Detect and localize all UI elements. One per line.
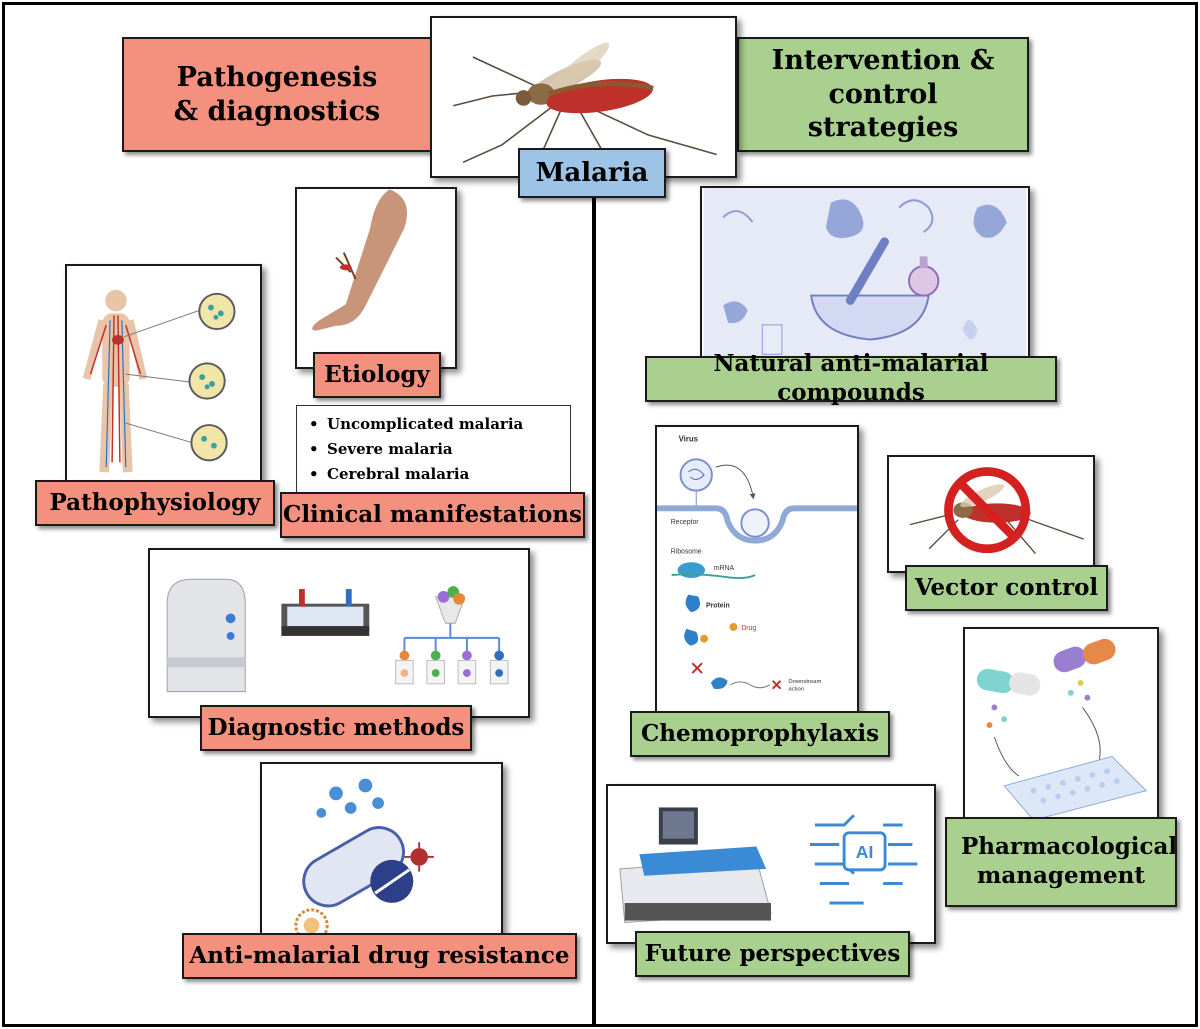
pathophysiology-label-text: Pathophysiology	[49, 488, 261, 516]
clinical-manifestations-label: Clinical manifestations	[280, 492, 585, 538]
list-item: Cerebral malaria	[307, 462, 560, 487]
clinical-manifestations-label-text: Clinical manifestations	[283, 500, 582, 528]
etiology-panel	[295, 187, 457, 369]
pathogenesis-title: Pathogenesis & diagnostics	[122, 37, 432, 152]
malaria-title-text: Malaria	[535, 157, 649, 188]
arm-image	[312, 189, 408, 331]
list-item: Uncomplicated malaria	[307, 412, 560, 437]
center-divider	[592, 192, 596, 1027]
etiology-label: Etiology	[313, 352, 441, 398]
drug-text: Drug	[741, 625, 756, 632]
vector-control-panel	[887, 455, 1095, 573]
ribosome-text: Ribosome	[671, 548, 702, 555]
future-perspectives-label: Future perspectives	[635, 931, 910, 977]
diagnostic-equipment-image	[166, 578, 509, 693]
pharmacological-panel	[963, 627, 1159, 832]
diagnostic-methods-label: Diagnostic methods	[200, 705, 472, 751]
protein-text: Protein	[706, 602, 730, 609]
etiology-label-text: Etiology	[324, 360, 430, 388]
drug-resistance-image	[294, 778, 434, 943]
natural-compounds-label-text: Natural anti-malarial compounds	[713, 350, 989, 406]
future-tech-image: AI	[619, 807, 918, 924]
pharmacological-label-text: Pharmacological management	[961, 833, 1178, 889]
diagnostic-panel	[148, 548, 530, 718]
chemoprophylaxis-label-text: Chemoprophylaxis	[640, 719, 880, 747]
mrna-text: mRNA	[714, 565, 735, 572]
list-item: Severe malaria	[307, 437, 560, 462]
virus-text: Virus	[679, 435, 699, 444]
pharmacological-label: Pharmacological management	[945, 817, 1177, 907]
mosquito-image	[453, 42, 717, 173]
mortar-herbs-image	[703, 188, 1027, 364]
pathophysiology-label: Pathophysiology	[35, 480, 275, 526]
future-perspectives-label-text: Future perspectives	[644, 939, 901, 967]
clinical-manifestations-list: Uncomplicated malaria Severe malaria Cer…	[296, 405, 571, 498]
drug-resistance-label: Anti-malarial drug resistance	[182, 933, 577, 979]
downstream-text: Downstream	[788, 679, 821, 685]
receptor-text: Receptor	[671, 519, 700, 526]
diagnostic-methods-label-text: Diagnostic methods	[207, 713, 465, 741]
vector-control-label: Vector control	[905, 565, 1108, 611]
drug-resistance-panel	[260, 762, 503, 947]
natural-compounds-label: Natural anti-malarial compounds	[645, 350, 1057, 406]
pathophysiology-panel	[65, 264, 262, 497]
drug-mechanism-diagram: Virus Receptor Ribosome mRNA Protein Dru…	[657, 435, 857, 693]
no-mosquito-image	[909, 467, 1084, 555]
future-perspectives-panel: AI	[606, 784, 936, 944]
drug-resistance-label-text: Anti-malarial drug resistance	[189, 941, 570, 969]
intervention-title: Intervention & control strategies	[737, 37, 1029, 152]
pathogenesis-title-text: Pathogenesis & diagnostics	[173, 61, 381, 127]
intervention-title-text: Intervention & control strategies	[771, 44, 995, 144]
chemoprophylaxis-label: Chemoprophylaxis	[630, 711, 890, 757]
natural-compounds-panel	[700, 186, 1030, 366]
action-text: action	[788, 687, 804, 693]
pills-plate-image	[976, 638, 1148, 821]
malaria-title: Malaria	[518, 148, 666, 198]
vector-control-label-text: Vector control	[914, 573, 1099, 601]
ai-text: AI	[856, 842, 874, 862]
chemoprophylaxis-panel: Virus Receptor Ribosome mRNA Protein Dru…	[655, 425, 859, 723]
human-body-image	[82, 289, 236, 473]
